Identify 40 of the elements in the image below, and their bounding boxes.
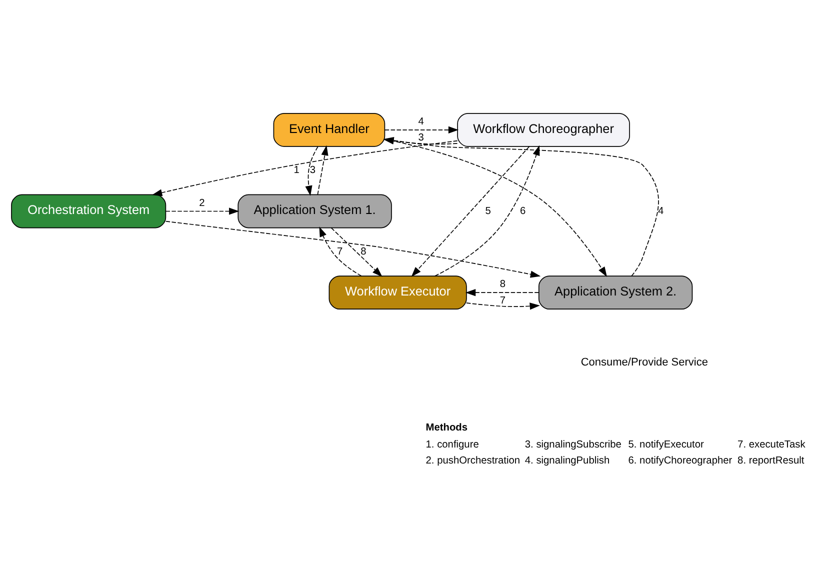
arrow [465, 288, 540, 296]
edge-label: 6 [520, 205, 526, 216]
edge-label: 3 [418, 132, 424, 144]
arrow [330, 226, 382, 276]
edge-label: 8 [500, 278, 506, 290]
arrow [165, 207, 240, 214]
edge-label: 8 [360, 246, 366, 258]
arrow [384, 126, 459, 133]
label: 6. notifyChoreographer [628, 454, 732, 466]
label: 4. signalingPublish [524, 454, 610, 466]
arrow [305, 146, 318, 196]
edge-label: 3 [310, 164, 316, 176]
arrow [411, 146, 530, 276]
node-box: Application System 2. [538, 275, 693, 310]
node-box: Workflow Choreographer [457, 112, 630, 146]
edge-label: 5 [485, 205, 491, 216]
node-box: Event Handler [273, 112, 386, 146]
edge-label: 4 [418, 116, 424, 127]
arrow [434, 144, 540, 276]
arrow [152, 140, 458, 196]
label: 1. configure [426, 438, 479, 450]
legend-label: Consume/Provide Service [580, 356, 708, 368]
label: 7. executeTask [738, 438, 806, 450]
label: 5. notifyExecutor [628, 438, 704, 450]
edge-label: 7 [500, 294, 506, 306]
edge-label: 7 [336, 246, 343, 258]
arrow [317, 144, 328, 195]
label: Methods [426, 422, 468, 433]
arrow [466, 302, 540, 310]
label: 2. pushOrchestration [426, 454, 520, 466]
node-box: Orchestration System [11, 194, 166, 228]
node-box: Workflow Executor [328, 275, 467, 310]
edge-label: 2 [199, 197, 205, 208]
arrow [319, 226, 362, 276]
edge-label: 4 [658, 205, 664, 216]
edge-label: 1 [294, 164, 300, 176]
node-box: Application System 1. [238, 194, 392, 228]
label: 3. signalingSubscribe [524, 438, 622, 450]
label: 8. reportResult [738, 454, 804, 466]
arrow [166, 220, 541, 278]
